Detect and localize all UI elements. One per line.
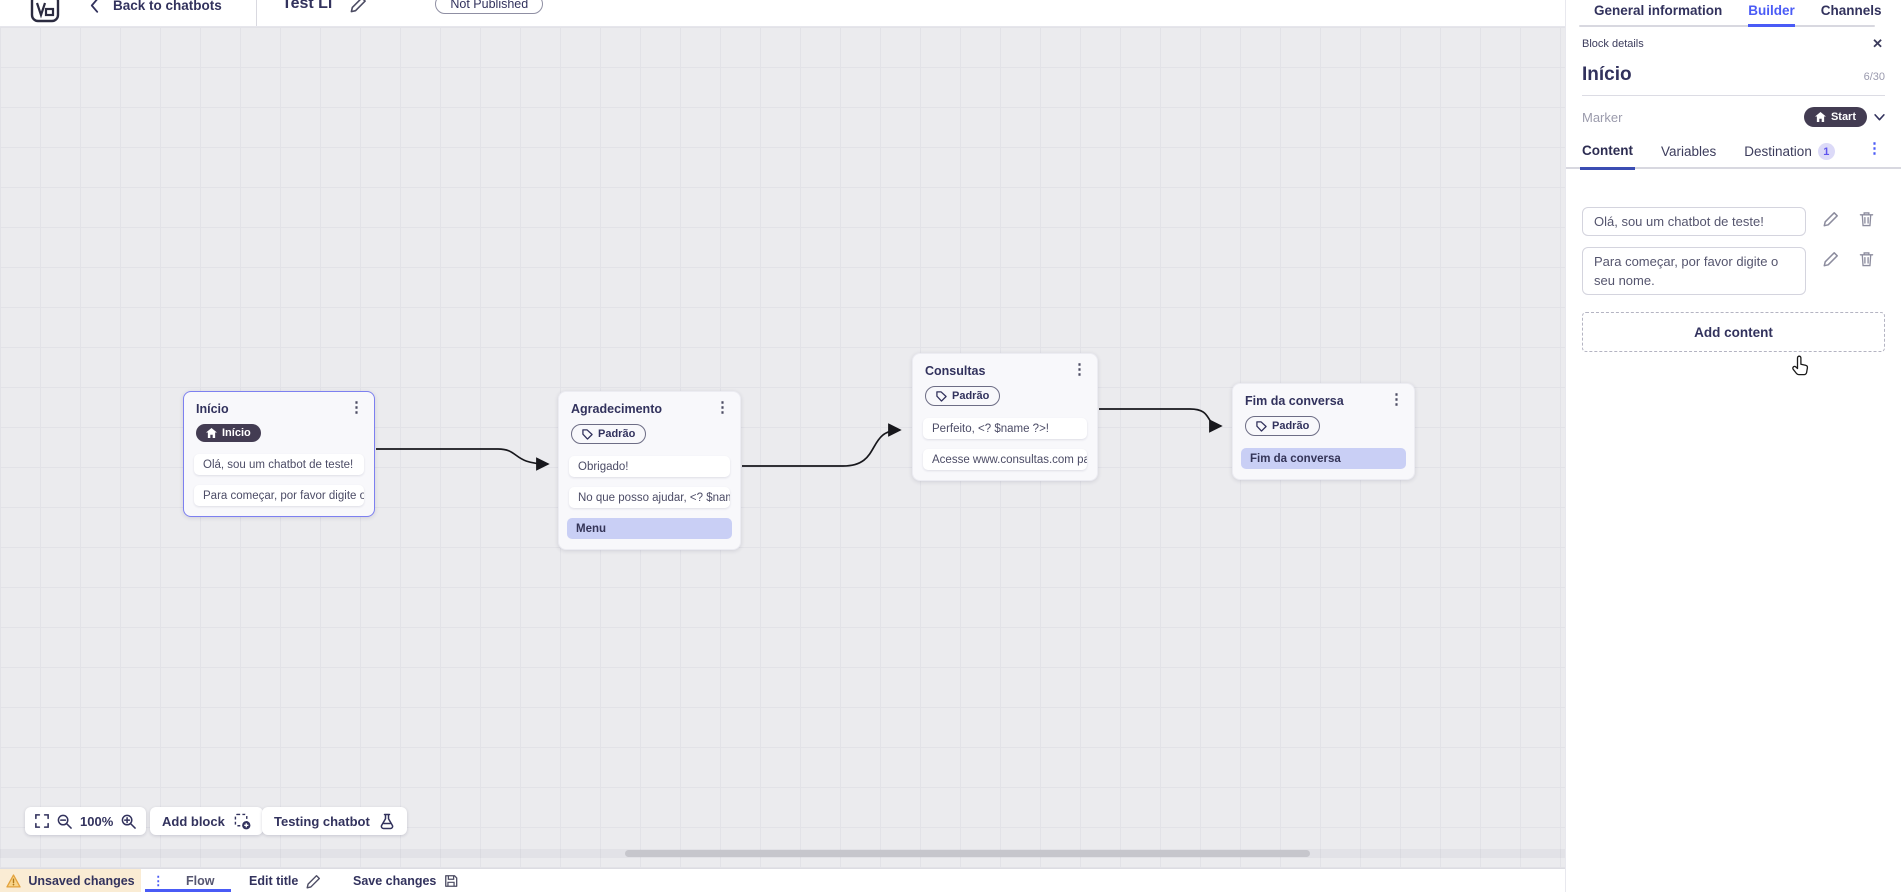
testing-chatbot-button[interactable]: Testing chatbot	[262, 807, 407, 835]
node-marker-badge: Padrão	[925, 386, 1001, 406]
zoom-out-icon[interactable]	[57, 814, 72, 829]
node-content-item[interactable]: Para começar, por favor digite o ...	[194, 485, 364, 506]
tab-channels[interactable]: Channels	[1820, 3, 1882, 18]
node-content-item-fim[interactable]: Fim da conversa	[1241, 448, 1406, 469]
flow-node-fim[interactable]: Fim da conversa ⋮ Padrão Fim da conversa	[1232, 383, 1415, 480]
zoom-in-icon[interactable]	[121, 814, 137, 829]
topbar: Back to chatbots Test Li Not Published	[0, 0, 1565, 26]
panel-menu-icon[interactable]: ⋮	[1867, 140, 1882, 157]
node-title: Agradecimento	[571, 402, 662, 416]
tab-general-information[interactable]: General information	[1594, 3, 1723, 18]
edit-content-icon[interactable]	[1823, 251, 1839, 267]
char-counter: 6/30	[1863, 71, 1885, 83]
node-title: Fim da conversa	[1245, 394, 1344, 408]
builder-section-tabs: General information Builder Channels	[1566, 0, 1901, 27]
add-block-label: Add block	[162, 813, 225, 829]
block-details-panel: General information Builder Channels Blo…	[1565, 0, 1901, 892]
save-changes-button[interactable]: Save changes	[353, 869, 458, 892]
add-block-button[interactable]: Add block	[150, 807, 263, 835]
node-content-item[interactable]: Olá, sou um chatbot de teste!	[194, 454, 364, 475]
warning-icon	[6, 874, 22, 888]
back-chevron-icon	[90, 0, 99, 13]
delete-content-icon[interactable]	[1859, 211, 1874, 227]
add-content-button[interactable]: Add content	[1582, 312, 1885, 352]
back-label: Back to chatbots	[113, 0, 222, 13]
node-marker-badge: Padrão	[571, 424, 647, 444]
delete-content-icon[interactable]	[1859, 251, 1874, 267]
back-to-chatbots[interactable]: Back to chatbots	[90, 0, 222, 13]
fullscreen-icon[interactable]	[35, 814, 49, 828]
status-badge: Not Published	[435, 0, 544, 14]
hand-pointer-cursor	[1792, 355, 1809, 376]
app-logo-icon[interactable]	[30, 0, 60, 23]
tag-icon	[582, 428, 593, 440]
tab-destination[interactable]: Destination 1	[1742, 137, 1837, 169]
zoom-controls: 100%	[25, 807, 147, 835]
marker-start-badge[interactable]: Start	[1803, 107, 1867, 127]
flow-node-agradecimento[interactable]: Agradecimento ⋮ Padrão Obrigado! No que …	[558, 391, 741, 550]
destination-count-badge: 1	[1817, 143, 1835, 160]
flow-node-consultas[interactable]: Consultas ⋮ Padrão Perfeito, <? $name ?>…	[912, 353, 1098, 481]
content-item-row: Olá, sou um chatbot de teste!	[1582, 207, 1885, 236]
panel-header-label: Block details	[1582, 38, 1644, 50]
flow-tab-underline	[145, 889, 231, 892]
node-content-item[interactable]: No que posso ajudar, <? $name ...	[569, 487, 730, 508]
marker-label: Marker	[1582, 109, 1623, 125]
node-menu-icon[interactable]: ⋮	[1072, 361, 1087, 378]
flow-canvas[interactable]: Início ⋮ Início Olá, sou um chatbot de t…	[0, 26, 1565, 868]
node-menu-icon[interactable]: ⋮	[715, 399, 730, 416]
content-text[interactable]: Para começar, por favor digite o seu nom…	[1582, 247, 1806, 295]
add-block-icon	[234, 813, 251, 829]
tab-variables[interactable]: Variables	[1661, 144, 1717, 159]
save-changes-label: Save changes	[353, 874, 437, 888]
testing-chatbot-label: Testing chatbot	[274, 813, 370, 829]
edit-title-pencil-icon[interactable]	[350, 0, 367, 13]
home-icon	[206, 428, 217, 438]
chatbot-title: Test Li	[282, 0, 333, 12]
block-detail-tabs: Content Variables Destination 1 ⋮	[1566, 137, 1901, 170]
node-content-item-menu[interactable]: Menu	[567, 518, 732, 539]
chevron-down-icon[interactable]	[1874, 113, 1885, 121]
flask-icon	[380, 813, 394, 829]
node-title: Consultas	[925, 364, 986, 378]
edit-title-label: Edit title	[249, 874, 299, 888]
node-title: Início	[196, 402, 229, 416]
pencil-icon	[306, 874, 321, 888]
node-marker-badge: Padrão	[1245, 416, 1321, 436]
tab-flow[interactable]: Flow	[186, 874, 215, 888]
flow-node-inicio[interactable]: Início ⋮ Início Olá, sou um chatbot de t…	[183, 391, 375, 517]
footer-menu-icon[interactable]: ⋮	[152, 874, 165, 888]
tag-icon	[936, 390, 947, 402]
tag-icon	[1256, 420, 1267, 432]
bottom-bar: Unsaved changes ⋮ Flow Edit title Save c…	[0, 868, 1565, 892]
node-content-item[interactable]: Obrigado!	[569, 456, 730, 477]
node-menu-icon[interactable]: ⋮	[1389, 391, 1404, 408]
node-content-item[interactable]: Acesse www.consultas.com par...	[923, 449, 1087, 470]
close-icon[interactable]: ✕	[1872, 36, 1883, 51]
zoom-level: 100%	[80, 813, 114, 829]
node-menu-icon[interactable]: ⋮	[349, 399, 364, 416]
home-icon	[1814, 112, 1826, 122]
canvas-hscrollbar-track	[0, 849, 1565, 858]
edit-title-button[interactable]: Edit title	[249, 869, 321, 892]
unsaved-changes-status: Unsaved changes	[0, 869, 141, 892]
content-text[interactable]: Olá, sou um chatbot de teste!	[1582, 207, 1806, 236]
edit-content-icon[interactable]	[1823, 211, 1839, 227]
tab-content[interactable]: Content	[1580, 137, 1635, 170]
topbar-divider	[256, 0, 257, 26]
save-icon	[445, 875, 458, 887]
tab-builder[interactable]: Builder	[1748, 0, 1795, 27]
canvas-hscrollbar-thumb[interactable]	[625, 850, 1310, 857]
content-item-row: Para começar, por favor digite o seu nom…	[1582, 247, 1885, 295]
unsaved-changes-label: Unsaved changes	[28, 874, 135, 888]
block-name[interactable]: Início	[1582, 64, 1632, 85]
node-marker-badge: Início	[196, 424, 261, 442]
node-content-item[interactable]: Perfeito, <? $name ?>!	[923, 418, 1087, 439]
